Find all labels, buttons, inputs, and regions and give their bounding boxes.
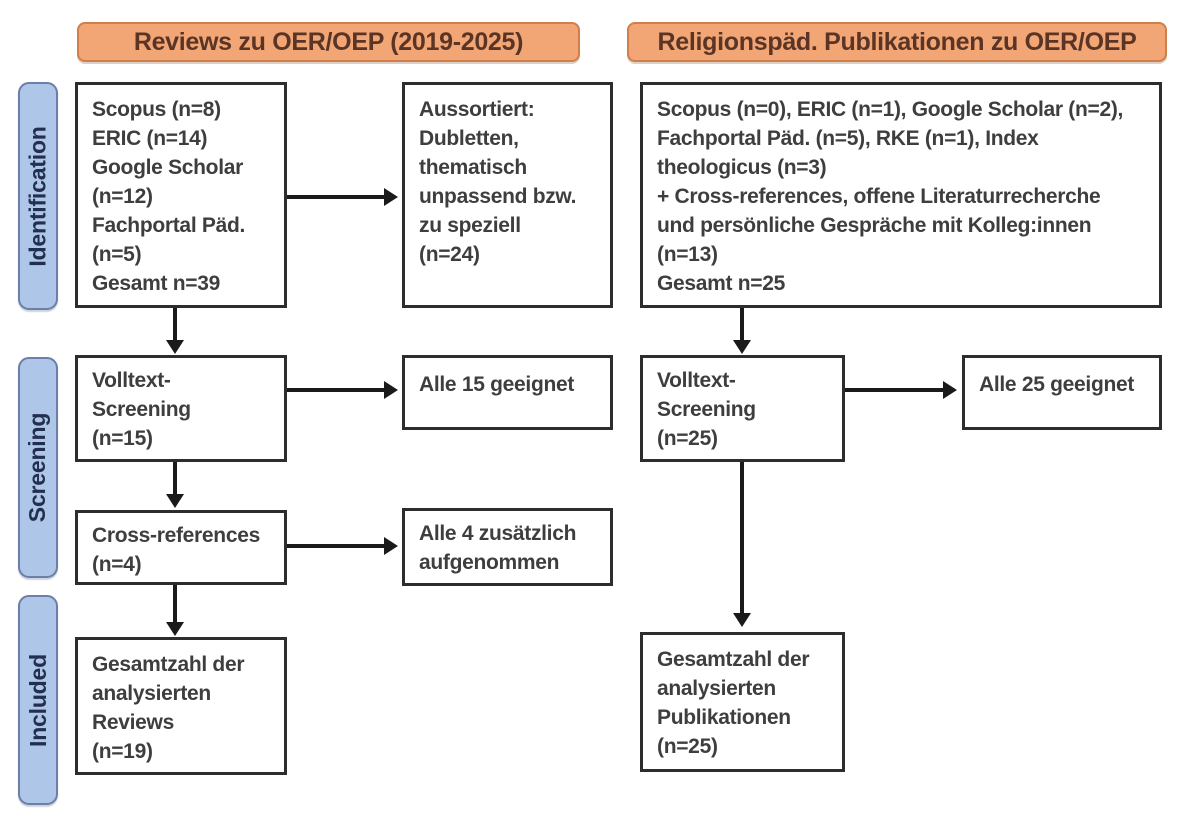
stage-included: Included [18, 595, 58, 805]
stage-identification-label: Identification [24, 125, 51, 267]
column-header-reviews: Reviews zu OER/OEP (2019-2025) [77, 22, 580, 62]
box-right-included-total: Gesamtzahl der analysierten Publikatione… [640, 632, 845, 772]
stage-identification: Identification [18, 82, 58, 310]
arrow-sources-to-excluded [287, 188, 398, 206]
box-left-cross-references-result: Alle 4 zusätzlich aufgenommen [402, 508, 613, 586]
box-left-sources: Scopus (n=8) ERIC (n=14) Google Scholar … [75, 82, 287, 308]
box-right-sources: Scopus (n=0), ERIC (n=1), Google Scholar… [640, 82, 1162, 308]
arrow-sources-to-fulltext [166, 308, 184, 354]
box-left-excluded: Aussortiert: Dubletten, thematisch unpas… [402, 82, 613, 308]
arrow-fulltext-to-crossref [166, 462, 184, 508]
stage-screening-label: Screening [24, 412, 51, 523]
box-left-fulltext-screening: Volltext- Screening (n=15) [75, 355, 287, 462]
arrow-crossref-to-result [287, 537, 398, 555]
box-right-fulltext-screening: Volltext- Screening (n=25) [640, 355, 845, 462]
arrow-crossref-to-included [166, 585, 184, 636]
box-right-fulltext-result: Alle 25 geeignet [962, 355, 1162, 430]
column-header-religionspaed: Religionspäd. Publikationen zu OER/OEP [627, 22, 1167, 62]
box-left-included-total: Gesamtzahl der analysierten Reviews (n=1… [75, 637, 287, 775]
box-left-fulltext-result: Alle 15 geeignet [402, 355, 613, 430]
arrow-right-fulltext-to-result [845, 381, 957, 399]
arrow-right-sources-to-fulltext [733, 308, 751, 354]
box-left-cross-references: Cross-references (n=4) [75, 510, 287, 585]
arrow-fulltext-to-result [287, 381, 398, 399]
stage-screening: Screening [18, 357, 58, 578]
arrow-right-fulltext-to-included [733, 462, 751, 627]
stage-included-label: Included [24, 653, 51, 747]
